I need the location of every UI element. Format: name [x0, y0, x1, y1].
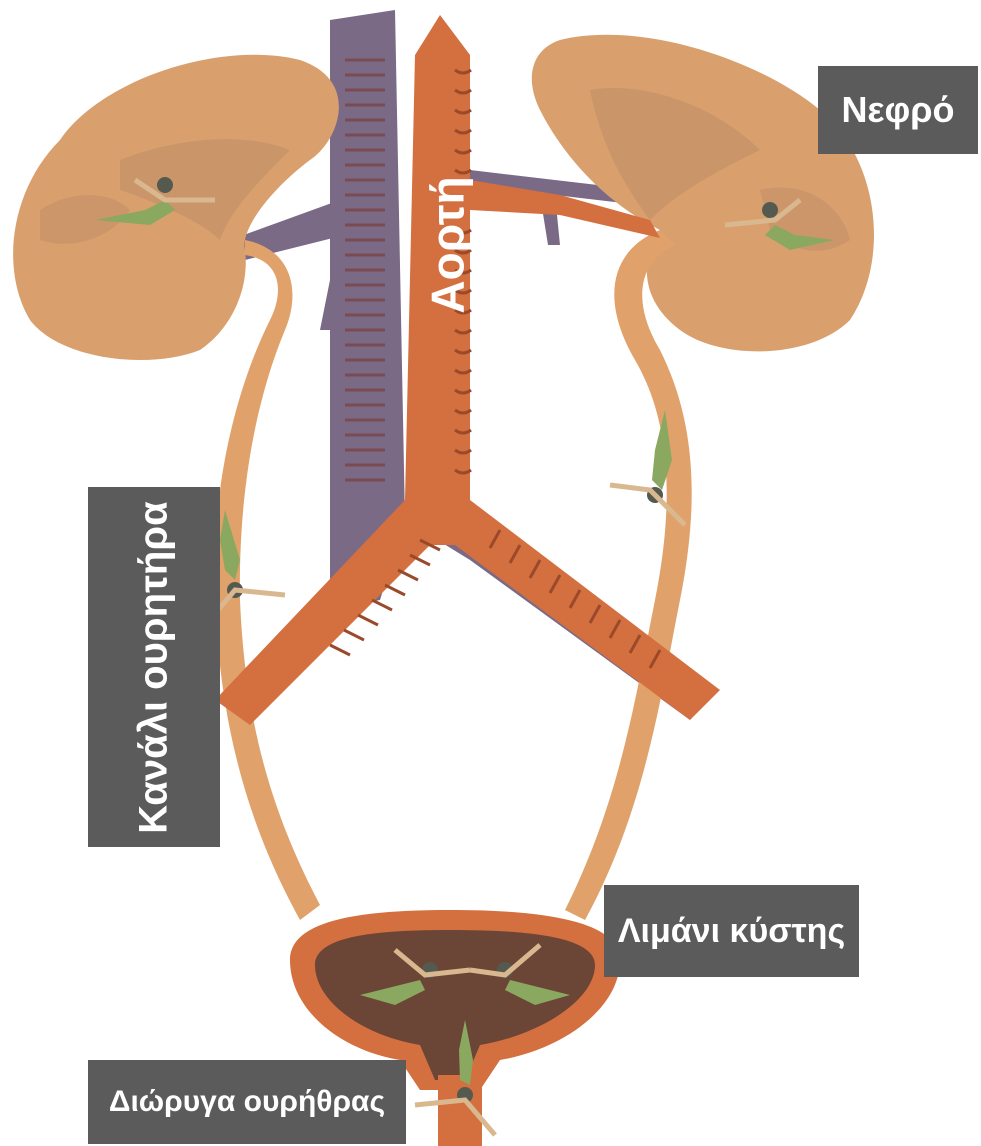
aorta-label-text: Αορτή — [421, 176, 475, 313]
bladder-label: Λιμάνι κύστης — [604, 885, 859, 977]
aorta-label: Αορτή — [398, 160, 498, 330]
ureter-label-text: Κανάλι ουρητήρα — [132, 501, 177, 833]
kidney-label: Νεφρό — [818, 66, 978, 154]
ureter-label: Κανάλι ουρητήρα — [88, 487, 220, 847]
urethra-label: Διώρυγα ουρήθρας — [88, 1060, 406, 1144]
